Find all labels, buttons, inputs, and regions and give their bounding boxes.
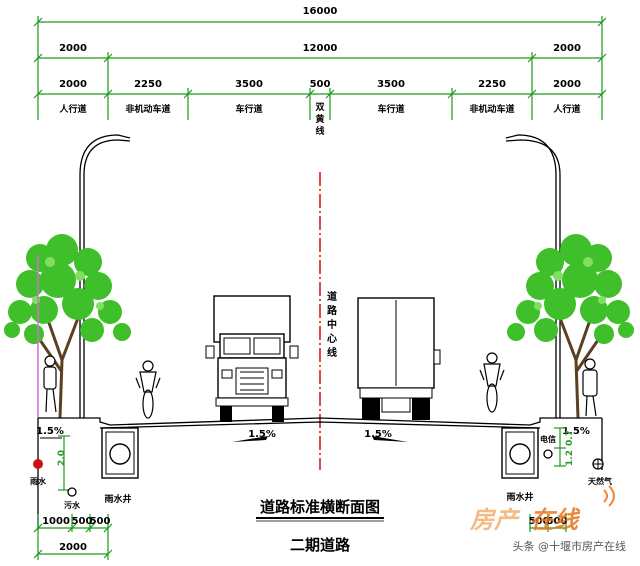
lane-label-2: 车行道 — [235, 103, 262, 115]
watermark-brand-a: 房产 — [469, 506, 521, 534]
bottom-dimension-lines — [33, 514, 567, 560]
rain-pipe-icon — [33, 459, 43, 469]
pedestrian-left — [43, 355, 57, 413]
slope-right-walk: 1.5% — [562, 426, 590, 437]
dim-sidewalk-left: 2000 — [59, 43, 87, 54]
pipes-left — [33, 435, 77, 497]
watermark-credit: 头条 @十堰市房产在线 — [513, 539, 627, 553]
pipe-depth-right-1: 0.7 — [565, 430, 575, 446]
bottom-dim-total: 2000 — [59, 542, 87, 553]
telecom-pipe-icon — [543, 449, 553, 459]
bottom-dim-right-b: 500 — [547, 516, 568, 527]
lane-label-1: 非机动车道 — [125, 103, 170, 115]
lane-width-4: 3500 — [377, 79, 405, 90]
cyclist-right — [479, 352, 505, 413]
tree-left — [4, 234, 131, 419]
diagram-subtitle: 二期道路 — [290, 536, 351, 554]
pipes-right — [543, 427, 604, 470]
slope-markers — [40, 436, 408, 442]
lane-width-5: 2250 — [478, 79, 506, 90]
bottom-dim-a: 1000 — [42, 516, 70, 527]
street-lamp-left — [79, 134, 131, 418]
lane-label-6: 人行道 — [552, 103, 580, 115]
cyclist-left — [135, 360, 161, 419]
bottom-dim-c: 500 — [90, 516, 111, 527]
sewage-pipe-label: 污水 — [64, 500, 81, 510]
lane-label-0: 人行道 — [58, 103, 86, 115]
slope-left-road: 1.5% — [248, 429, 276, 440]
lane-width-0: 2000 — [59, 79, 87, 90]
lane-label-5: 非机动车道 — [469, 103, 514, 115]
dim-total: 16000 — [303, 6, 338, 17]
truck-right — [357, 297, 441, 420]
pedestrian-right — [582, 358, 598, 417]
sewage-pipe-icon — [67, 487, 77, 497]
center-line-label: 道路中心线 — [327, 290, 338, 359]
road-surface — [37, 417, 603, 530]
slope-left-walk: 1.5% — [36, 426, 64, 437]
bottom-dim-right-a: 500 — [529, 516, 550, 527]
tree-right — [507, 234, 634, 419]
lane-width-2: 3500 — [235, 79, 263, 90]
pipe-depth-right-2: 1.2 — [565, 450, 575, 466]
lane-label-3: 双黄线 — [315, 102, 324, 137]
rain-well-right-label: 雨水井 — [506, 491, 533, 503]
lane-width-3: 500 — [310, 79, 331, 90]
gas-label: 天然气 — [588, 476, 612, 486]
pipe-depth-left: 2.0 — [57, 450, 67, 466]
dimension-lines — [33, 16, 607, 120]
signal-icon — [603, 485, 615, 507]
truck-left — [205, 295, 299, 422]
rain-pipe-label: 雨水 — [30, 476, 47, 486]
diagram-title: 道路标准横断面图 — [260, 498, 380, 516]
street-lamp-right — [505, 134, 561, 418]
dim-sidewalk-right: 2000 — [553, 43, 581, 54]
telecom-label: 电信 — [540, 434, 556, 444]
dim-carriageway: 12000 — [303, 43, 338, 54]
watermark-brand-b: 在线 — [530, 506, 581, 534]
lane-label-4: 车行道 — [377, 103, 404, 115]
rain-well-label: 雨水井 — [104, 493, 131, 505]
watermark: 房产 在线 — [469, 485, 615, 534]
lane-width-1: 2250 — [134, 79, 162, 90]
lane-width-6: 2000 — [553, 79, 581, 90]
slope-right-road: 1.5% — [364, 429, 392, 440]
bottom-dim-b: 500 — [72, 516, 93, 527]
